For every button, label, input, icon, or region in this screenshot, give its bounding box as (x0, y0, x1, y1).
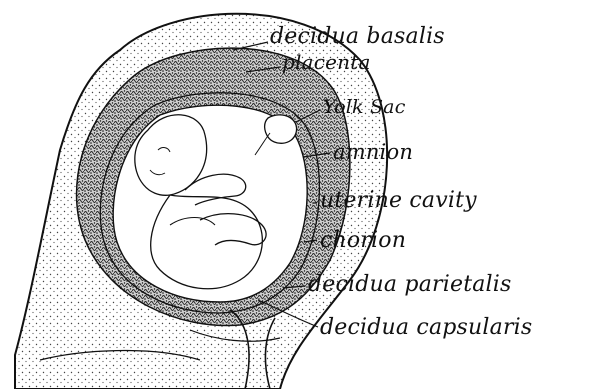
label-decidua-parietalis: decidua parietalis (308, 274, 512, 296)
label-decidua-basalis: decidua basalis (270, 26, 445, 48)
label-amnion: amnion (333, 142, 413, 163)
label-decidua-capsularis: decidua capsularis (320, 317, 532, 339)
yolk-sac (265, 115, 297, 143)
label-yolk-sac: Yolk Sac (323, 98, 406, 117)
label-placenta: placenta (282, 52, 371, 72)
label-uterine-cavity: uterine cavity (320, 190, 477, 212)
label-chorion: chorion (320, 230, 406, 252)
embryo-body (151, 195, 263, 289)
